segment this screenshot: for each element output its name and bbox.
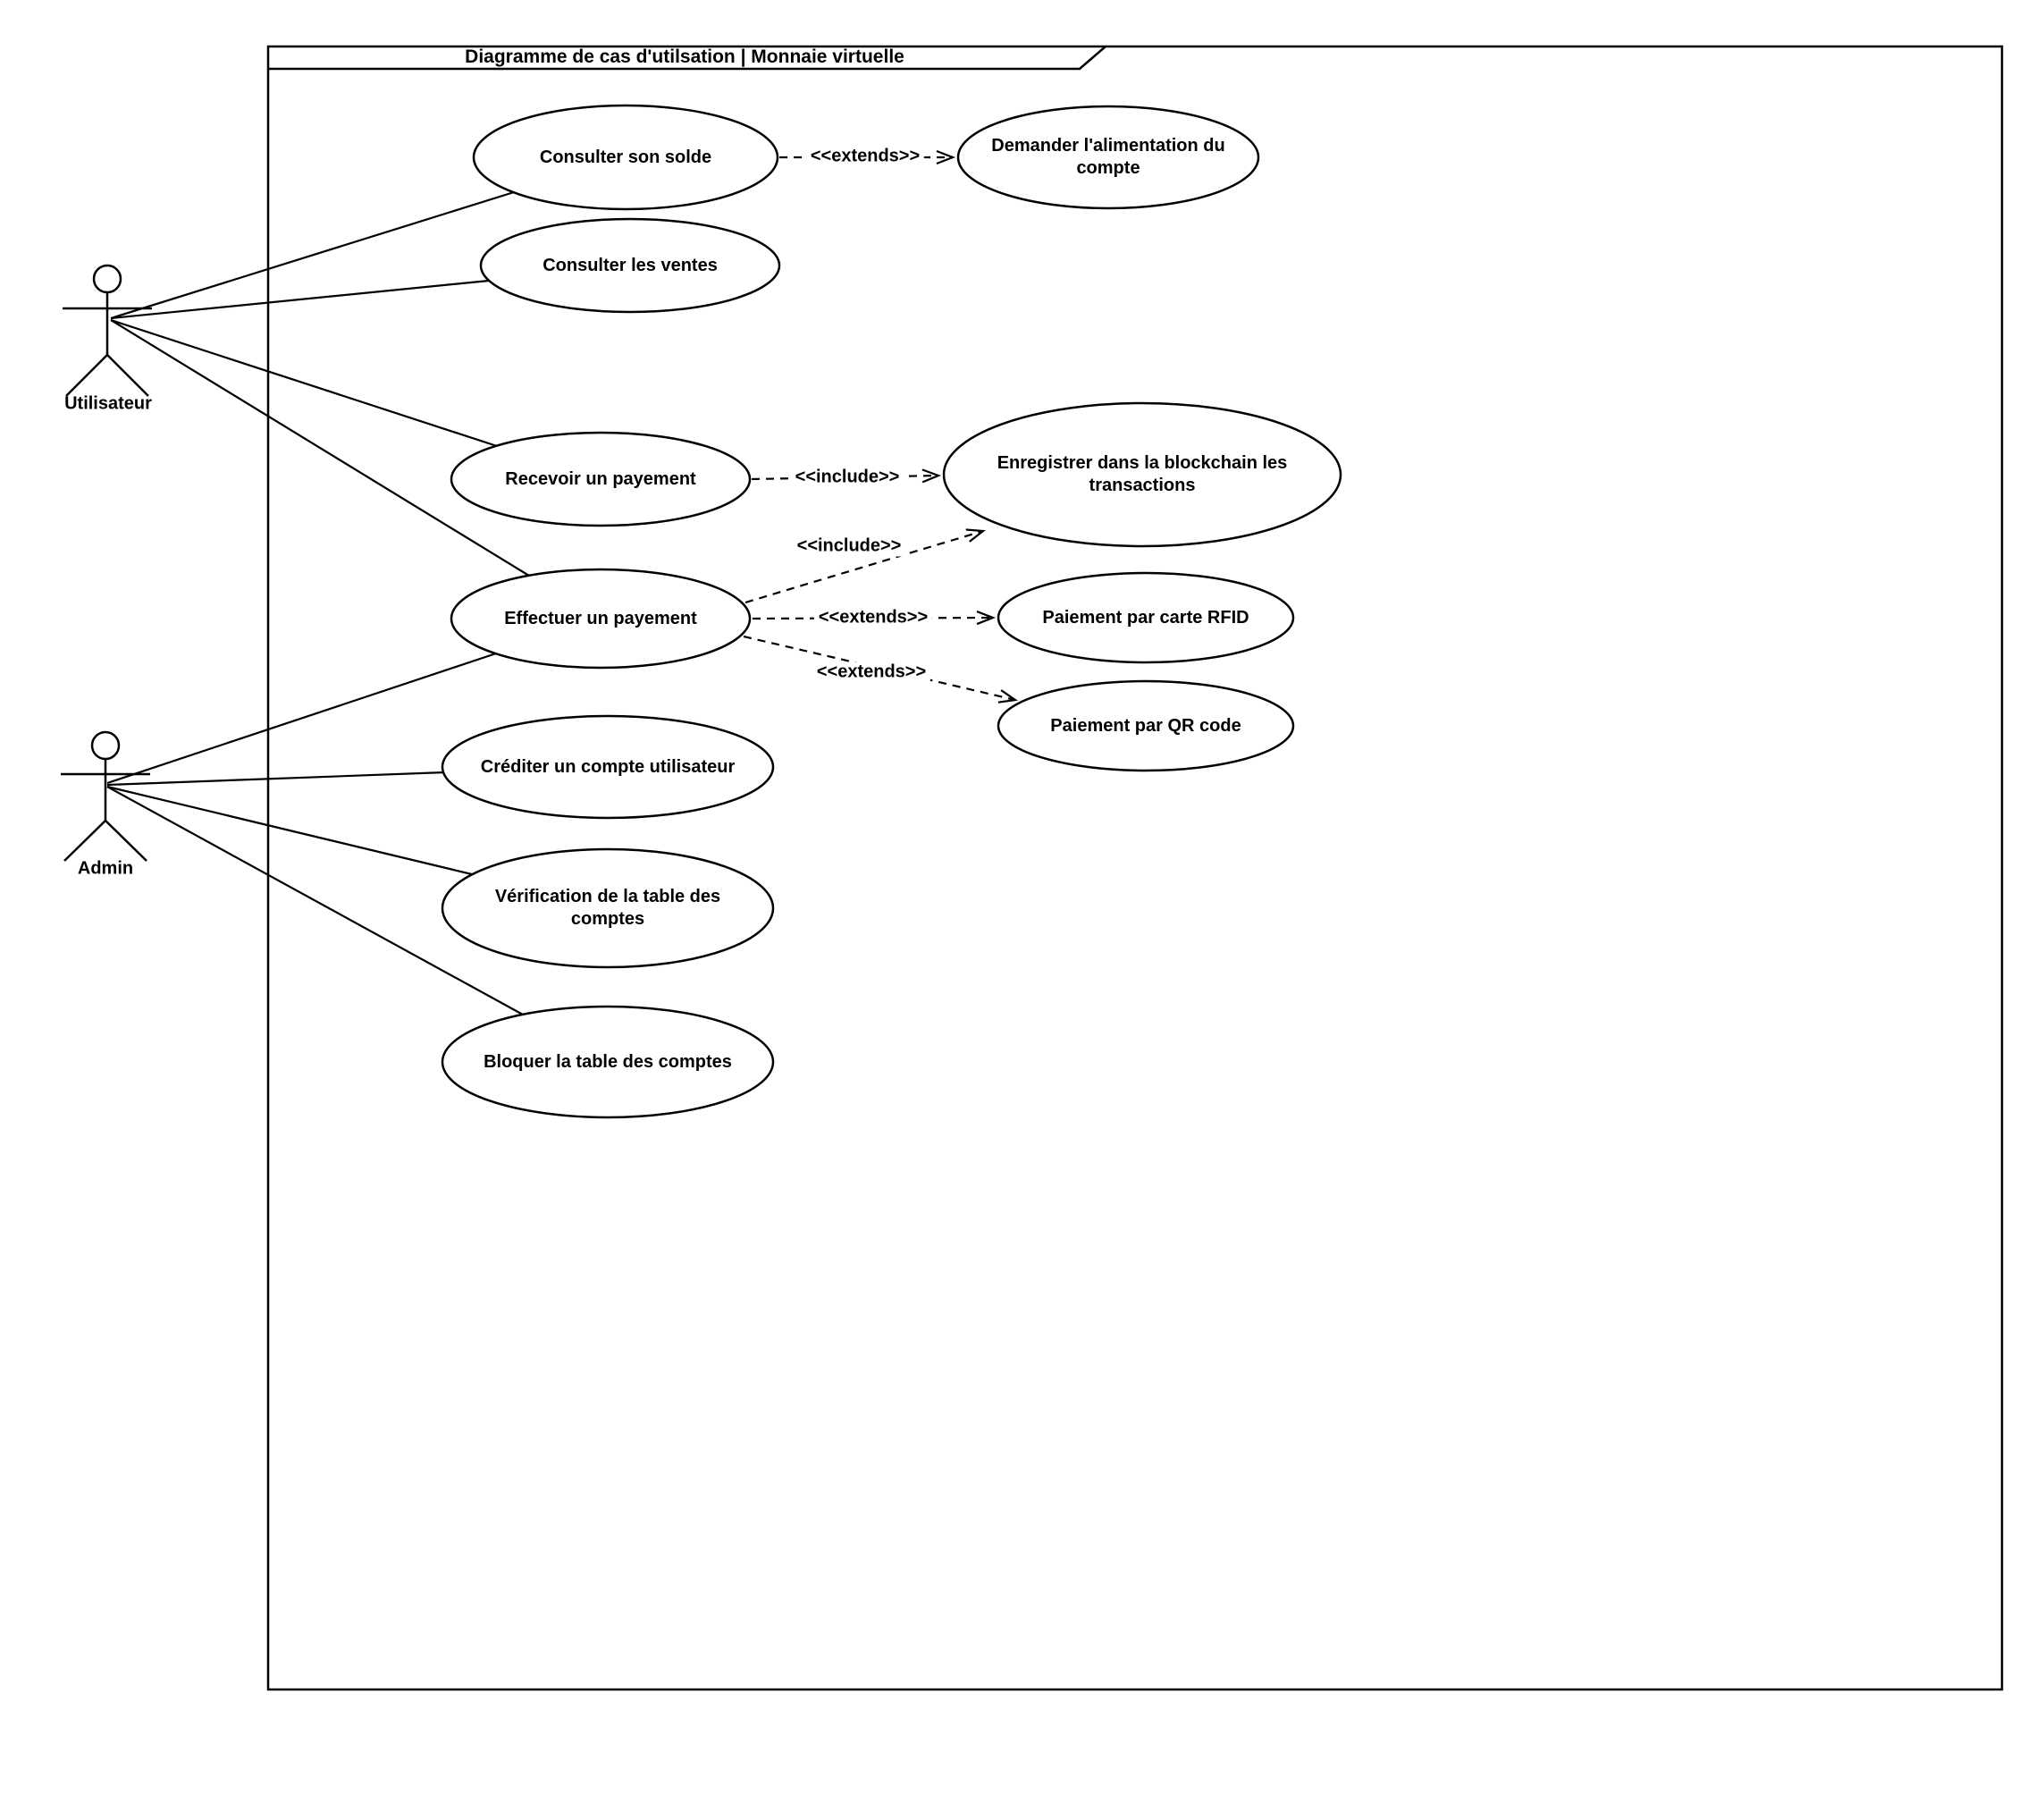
use-case-ellipse-consulter-solde	[472, 104, 779, 211]
use-case-ellipses	[441, 104, 1342, 1119]
use-case-ellipse-bloquer-table	[441, 1005, 775, 1119]
edge-label-extends-paiement-qr: <<extends>>	[812, 661, 931, 683]
actor-label-utilisateur: Utilisateur	[64, 393, 152, 414]
edge-label-extends-paiement-rfid: <<extends>>	[813, 607, 933, 628]
use-case-ellipse-effectuer-payement	[450, 568, 752, 670]
edge-label-include-recevoir-blockchain: <<include>>	[790, 467, 904, 488]
actor-utilisateur-figure	[63, 264, 152, 397]
system-boundary-frame	[266, 45, 2004, 1691]
use-case-ellipse-demander-alimentation	[956, 105, 1260, 210]
edge-label-extends-demander-alimentation: <<extends>>	[805, 146, 925, 167]
association-admin-bloquer-table	[106, 786, 524, 1015]
actor-admin-leg-right	[105, 820, 147, 862]
frame-title-tab	[268, 46, 1106, 71]
actor-utilisateur-head	[92, 264, 122, 294]
association-utilisateur-effectuer-payement	[110, 319, 530, 577]
association-admin-effectuer-payement	[106, 652, 497, 785]
use-case-ellipse-crediter-compte	[441, 714, 775, 820]
association-utilisateur-consulter-solde	[110, 190, 515, 320]
system-boundary	[266, 45, 2004, 1691]
association-admin-verification-table	[106, 785, 473, 876]
actor-label-admin: Admin	[77, 858, 134, 879]
actor-admin-head	[90, 730, 121, 761]
use-case-ellipse-verification-table	[441, 847, 775, 969]
actor-admin-leg-left	[63, 820, 106, 862]
use-case-ellipse-consulter-ventes	[479, 217, 781, 314]
diagram-title: Diagramme de cas d'utilsation | Monnaie …	[465, 46, 904, 67]
use-case-ellipse-paiement-rfid	[997, 571, 1295, 664]
association-admin-crediter-compte	[106, 771, 446, 787]
actor-admin-figure	[61, 730, 150, 862]
association-lines	[106, 190, 530, 1015]
use-case-ellipse-paiement-qr	[997, 679, 1295, 772]
actor-utilisateur-leg-right	[106, 354, 149, 397]
actor-utilisateur-leg-left	[65, 354, 108, 397]
use-case-ellipse-recevoir-payement	[450, 431, 752, 527]
dependency-extends-effectuer-payement-qr	[743, 635, 1018, 704]
association-utilisateur-consulter-ventes	[110, 279, 490, 320]
edge-label-include-effectuer-blockchain: <<include>>	[792, 535, 906, 557]
use-case-ellipse-enregistrer-blockchain	[942, 401, 1342, 548]
association-utilisateur-recevoir-payement	[110, 318, 498, 448]
dependency-include-effectuer-payement-blockchain	[744, 528, 986, 604]
